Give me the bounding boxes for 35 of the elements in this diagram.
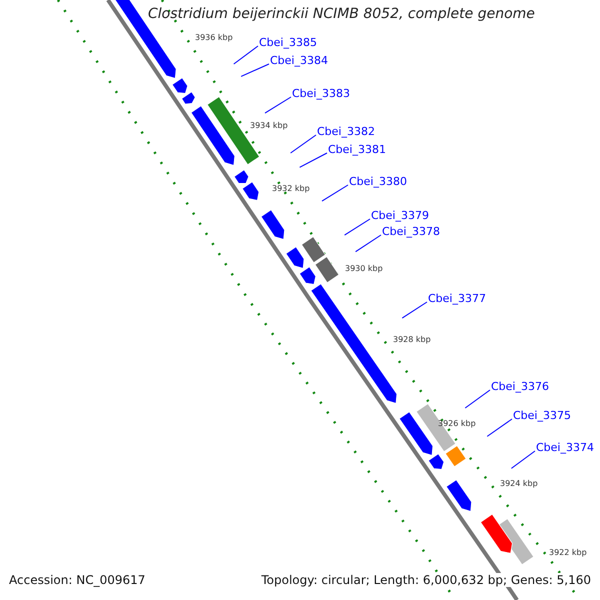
tick-label: 3932 kbp [272, 184, 310, 193]
footer-text: Accession: NC_009617 [9, 573, 146, 587]
gene-label: Cbei_3381 [328, 143, 386, 156]
gene-label: Cbei_3380 [349, 175, 407, 188]
tick-label: 3936 kbp [195, 33, 233, 42]
gene-label: Cbei_3377 [428, 292, 486, 305]
leader-line [402, 302, 428, 319]
tick-label: 3924 kbp [500, 479, 538, 488]
chart-title: Clostridium beijerinckii NCIMB 8052, complete genome [148, 6, 535, 22]
gene-label: Cbei_3384 [270, 54, 328, 67]
footer-text: Topology: circular; Length: 6,000,632 bp; Genes: 5,160 [261, 573, 591, 587]
leader-line [510, 450, 536, 469]
leader-line [486, 418, 512, 437]
leader-line [290, 134, 316, 154]
leader-line [240, 64, 270, 77]
leader-line [464, 390, 490, 408]
tick-label: 3926 kbp [438, 419, 476, 428]
gene-label: Cbei_3375 [513, 409, 571, 422]
gene-label: Cbei_3379 [371, 209, 429, 222]
tick-label: 3928 kbp [393, 335, 431, 344]
gene-label: Cbei_3383 [292, 87, 350, 100]
gene-label: Cbei_3378 [382, 225, 440, 238]
leader-line [233, 46, 258, 64]
leader-line [355, 234, 382, 252]
leader-line [264, 96, 292, 114]
gene-label: Cbei_3374 [536, 441, 594, 454]
tick-label: 3922 kbp [549, 548, 587, 557]
gene-label: Cbei_3385 [259, 36, 317, 49]
gene-label: Cbei_3382 [317, 125, 375, 138]
tick-label: 3930 kbp [345, 264, 383, 273]
leader-line [322, 184, 348, 202]
leader-line [344, 218, 370, 236]
tick-label: 3934 kbp [250, 121, 288, 130]
gene-label: Cbei_3376 [491, 380, 549, 393]
leader-line [299, 152, 328, 168]
